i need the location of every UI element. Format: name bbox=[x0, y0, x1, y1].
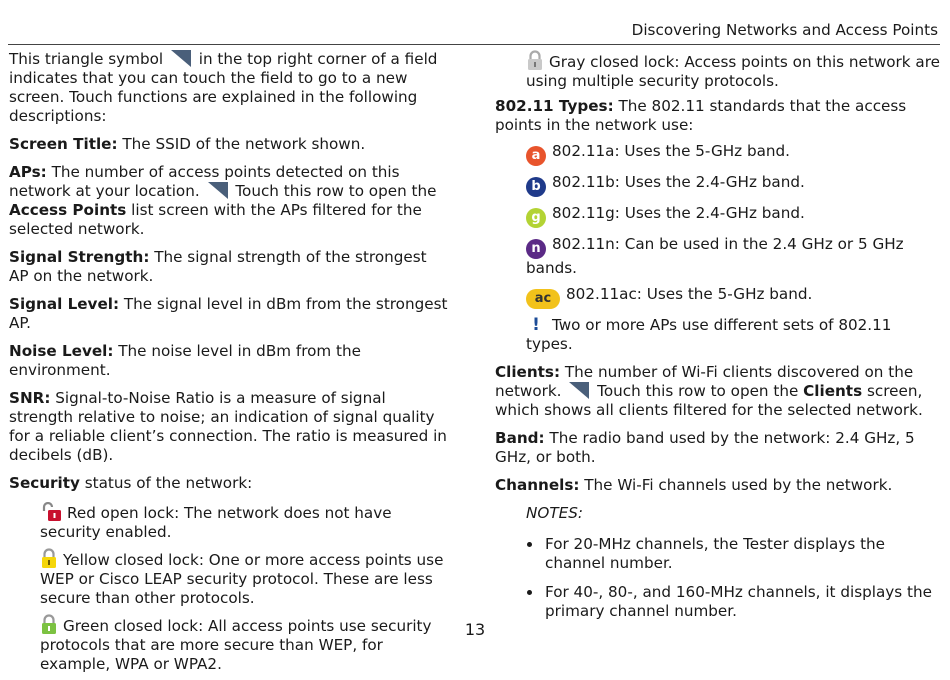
aps-text-end: list screen with the APs filtered for th… bbox=[9, 201, 422, 238]
security-desc: Security status of the network: bbox=[9, 474, 449, 493]
screen-title-text: The SSID of the network shown. bbox=[122, 135, 366, 153]
signal-strength-desc: Signal Strength: The signal strength of … bbox=[9, 248, 449, 286]
signal-level-desc: Signal Level: The signal level in dBm fr… bbox=[9, 295, 449, 333]
badge-b-icon: b bbox=[526, 177, 546, 197]
green-closed-lock-icon bbox=[42, 614, 56, 634]
right-column: Gray closed lock: Access points on this … bbox=[495, 50, 940, 631]
triangle-icon bbox=[569, 382, 590, 399]
intro-paragraph: This triangle symbol in the top right co… bbox=[9, 50, 449, 126]
yellow-lock-desc: Yellow closed lock: One or more access p… bbox=[9, 548, 449, 608]
yellow-lock-text: Yellow closed lock: One or more access p… bbox=[40, 551, 444, 607]
badge-ac-icon: ac bbox=[526, 289, 560, 309]
clients-text-touch: Touch this row to open the bbox=[597, 382, 799, 400]
type-b-item: b 802.11b: Uses the 2.4-GHz band. bbox=[495, 173, 940, 197]
types-desc: 802.11 Types: The 802.11 standards that … bbox=[495, 97, 940, 135]
channels-desc: Channels: The Wi-Fi channels used by the… bbox=[495, 476, 940, 495]
snr-text: Signal-to-Noise Ratio is a measure of si… bbox=[9, 389, 447, 464]
red-open-lock-icon bbox=[42, 502, 61, 521]
triangle-icon bbox=[170, 50, 191, 67]
signal-level-label: Signal Level: bbox=[9, 295, 120, 313]
intro-text: This triangle symbol bbox=[9, 50, 164, 68]
channels-text: The Wi-Fi channels used by the network. bbox=[584, 476, 893, 494]
left-column: This triangle symbol in the top right co… bbox=[9, 50, 449, 680]
gray-lock-text: Gray closed lock: Access points on this … bbox=[526, 53, 940, 90]
signal-level-text: The signal level in dBm from the stronge… bbox=[9, 295, 448, 332]
aps-desc: APs: The number of access points detecte… bbox=[9, 163, 449, 239]
badge-a-icon: a bbox=[526, 146, 546, 166]
gray-lock-desc: Gray closed lock: Access points on this … bbox=[495, 50, 940, 91]
channels-label: Channels: bbox=[495, 476, 580, 494]
clients-text-end: screen, which shows all clients filtered… bbox=[495, 382, 923, 419]
type-n-text: 802.11n: Can be used in the 2.4 GHz or 5… bbox=[526, 235, 904, 277]
screen-title-desc: Screen Title: The SSID of the network sh… bbox=[9, 135, 449, 154]
noise-level-desc: Noise Level: The noise level in dBm from… bbox=[9, 342, 449, 380]
signal-strength-text: The signal strength of the strongest AP … bbox=[9, 248, 427, 285]
type-g-item: g 802.11g: Uses the 2.4-GHz band. bbox=[495, 204, 940, 228]
badge-n-icon: n bbox=[526, 239, 546, 259]
types-text: The 802.11 standards that the access poi… bbox=[495, 97, 907, 134]
aps-text: The number of access points detected on … bbox=[9, 163, 400, 200]
security-text: status of the network: bbox=[84, 474, 253, 492]
exclamation-icon: ! bbox=[532, 315, 540, 335]
band-label: Band: bbox=[495, 429, 545, 447]
aps-bold-ref: Access Points bbox=[9, 201, 127, 219]
noise-level-text: The noise level in dBm from the environm… bbox=[9, 342, 361, 379]
aps-label: APs: bbox=[9, 163, 47, 181]
header-rule bbox=[8, 44, 940, 45]
clients-label: Clients: bbox=[495, 363, 561, 381]
intro-text-cont: in the top right corner of a field indic… bbox=[9, 50, 438, 125]
notes-list: For 20-MHz channels, the Tester displays… bbox=[495, 535, 940, 621]
page-number: 13 bbox=[464, 620, 486, 639]
security-label: Security bbox=[9, 474, 80, 492]
page-header-title: Discovering Networks and Access Points bbox=[631, 21, 938, 39]
type-ac-text: 802.11ac: Uses the 5-GHz band. bbox=[566, 285, 813, 303]
triangle-icon bbox=[207, 182, 228, 199]
type-a-text: 802.11a: Uses the 5-GHz band. bbox=[552, 142, 790, 160]
red-lock-desc: Red open lock: The network does not have… bbox=[9, 502, 449, 542]
type-g-text: 802.11g: Uses the 2.4-GHz band. bbox=[552, 204, 805, 222]
notes-heading: NOTES: bbox=[526, 504, 583, 522]
clients-text: The number of Wi-Fi clients discovered o… bbox=[495, 363, 914, 400]
snr-label: SNR: bbox=[9, 389, 51, 407]
gray-closed-lock-icon bbox=[528, 50, 542, 70]
notes-list-item: For 20-MHz channels, the Tester displays… bbox=[543, 535, 940, 573]
type-ac-item: ac 802.11ac: Uses the 5-GHz band. bbox=[495, 285, 940, 309]
screen-title-label: Screen Title: bbox=[9, 135, 118, 153]
type-mixed-text: Two or more APs use different sets of 80… bbox=[526, 316, 892, 353]
red-lock-text: Red open lock: The network does not have… bbox=[40, 504, 392, 541]
snr-desc: SNR: Signal-to-Noise Ratio is a measure … bbox=[9, 389, 449, 465]
types-label: 802.11 Types: bbox=[495, 97, 614, 115]
badge-g-icon: g bbox=[526, 208, 546, 228]
noise-level-label: Noise Level: bbox=[9, 342, 114, 360]
type-a-item: a 802.11a: Uses the 5-GHz band. bbox=[495, 142, 940, 166]
type-b-text: 802.11b: Uses the 2.4-GHz band. bbox=[552, 173, 805, 191]
type-mixed-item: !Two or more APs use different sets of 8… bbox=[495, 316, 940, 354]
notes-list-item: For 40-, 80-, and 160-MHz channels, it d… bbox=[543, 583, 940, 621]
band-text: The radio band used by the network: 2.4 … bbox=[495, 429, 915, 466]
yellow-closed-lock-icon bbox=[42, 548, 56, 568]
clients-bold-ref: Clients bbox=[803, 382, 863, 400]
band-desc: Band: The radio band used by the network… bbox=[495, 429, 940, 467]
signal-strength-label: Signal Strength: bbox=[9, 248, 150, 266]
aps-text-touch: Touch this row to open the bbox=[235, 182, 437, 200]
clients-desc: Clients: The number of Wi-Fi clients dis… bbox=[495, 363, 940, 420]
